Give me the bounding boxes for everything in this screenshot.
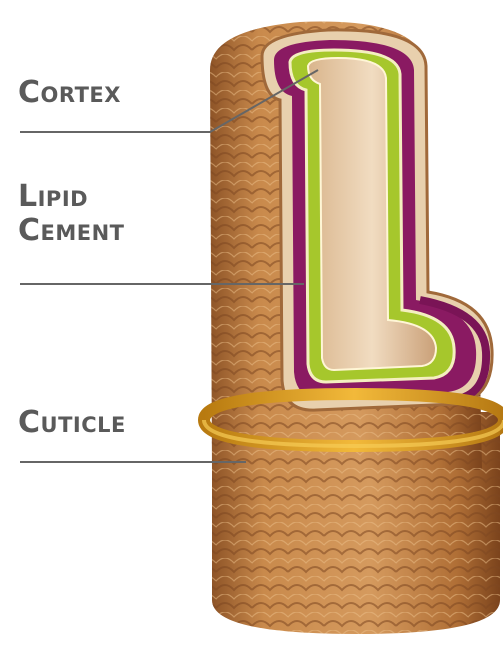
lipid-cement-label: Lipid Cement — [18, 182, 125, 246]
lipid-cement-label-line2: Cement — [18, 216, 125, 246]
cortex-label-text: Cortex — [18, 78, 121, 108]
cortex-label: Cortex — [18, 78, 121, 108]
lipid-cement-label-line1: Lipid — [18, 182, 125, 212]
cuticle-label-text: Cuticle — [18, 408, 126, 438]
cross-section — [262, 30, 492, 410]
cuticle-label: Cuticle — [18, 408, 126, 438]
